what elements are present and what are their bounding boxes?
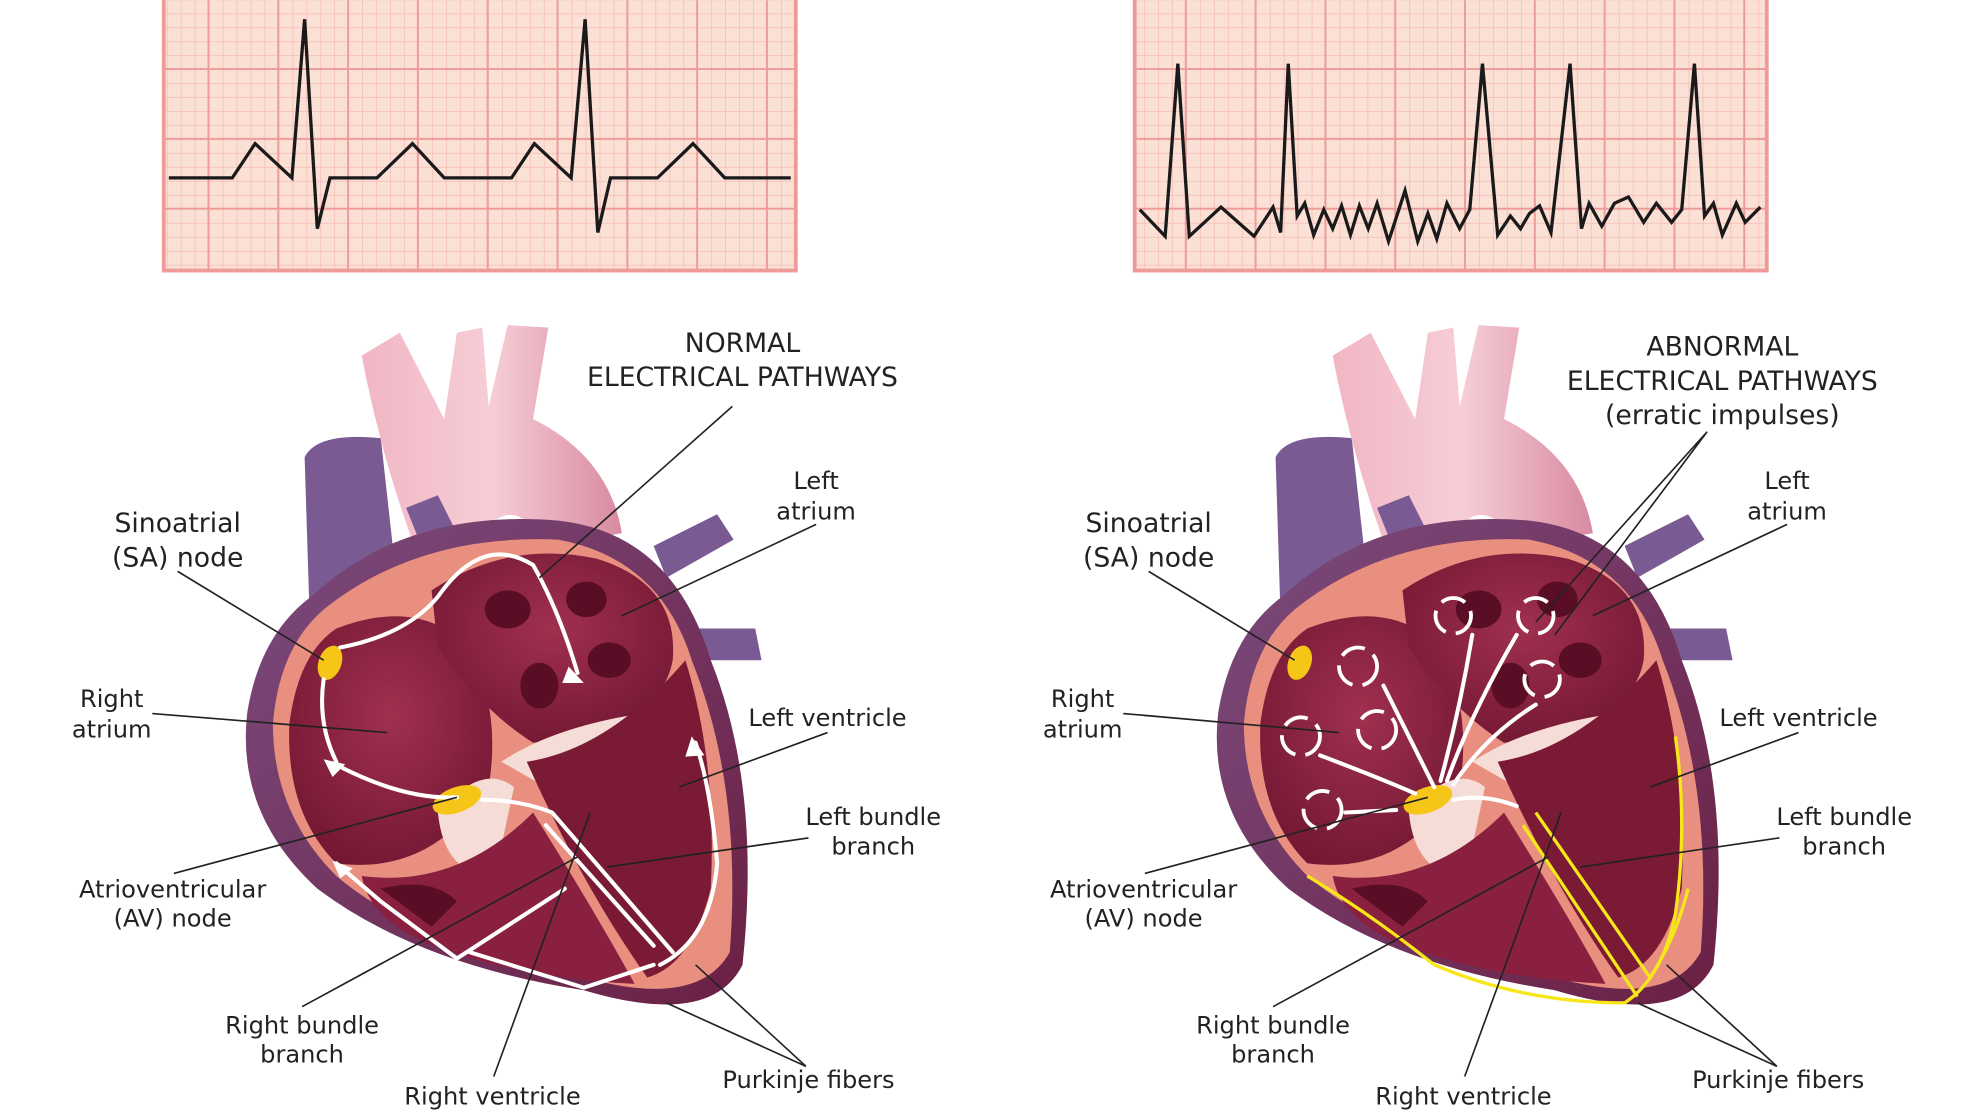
title-normal-line1: NORMAL [685,328,801,359]
title-abnormal-line2: ELECTRICAL PATHWAYS [1567,366,1878,397]
labels-normal: NORMAL ELECTRICAL PATHWAYS Sinoatrial (S… [72,328,941,1111]
label-left-ventricle: Left ventricle [748,704,906,732]
ecg-strip-normal [161,0,798,273]
label-sa-node: Sinoatrial [115,508,241,539]
label-sa-node: Sinoatrial [1085,508,1211,539]
label-right-ventricle: Right ventricle [404,1082,580,1110]
label-right-atrium-2: atrium [1043,716,1123,744]
label-left-atrium: Left [1764,467,1809,495]
label-av-node-2: (AV) node [1085,905,1203,933]
label-left-bundle: Left bundle [1776,803,1912,831]
label-left-atrium-2: atrium [1747,497,1827,525]
heart-abnormal [1216,325,1733,1005]
title-abnormal-line1: ABNORMAL [1646,332,1798,363]
label-right-bundle: Right bundle [225,1011,379,1039]
title-normal-line2: ELECTRICAL PATHWAYS [587,362,898,393]
ecg-trace-abnormal [1138,63,1762,247]
label-av-node: Atrioventricular [1050,876,1237,904]
label-sa-node-2: (SA) node [112,542,243,573]
label-right-bundle-2: branch [260,1041,344,1069]
label-right-ventricle: Right ventricle [1375,1082,1551,1110]
sa-node [317,645,343,680]
ecg-strip-abnormal [1132,0,1769,273]
label-left-bundle-2: branch [1802,832,1886,860]
label-right-atrium: Right [80,685,144,713]
label-av-node: Atrioventricular [79,876,266,904]
label-right-atrium: Right [1051,685,1115,713]
erratic-impulse-circles [1280,596,1562,831]
label-right-atrium-2: atrium [72,716,152,744]
label-sa-node-2: (SA) node [1083,542,1214,573]
normal-pathway-arrows [320,552,720,990]
label-left-bundle-2: branch [831,832,915,860]
label-left-bundle: Left bundle [805,803,941,831]
label-left-ventricle: Left ventricle [1719,704,1877,732]
label-right-bundle: Right bundle [1196,1011,1350,1039]
av-node [432,785,482,815]
leader-lines-normal [152,405,828,1077]
label-purkinje-fibers: Purkinje fibers [722,1066,894,1094]
label-left-atrium: Left [793,467,838,495]
label-av-node-2: (AV) node [114,905,232,933]
label-right-bundle-2: branch [1231,1041,1315,1069]
label-left-atrium-2: atrium [776,497,856,525]
title-abnormal-line3: (erratic impulses) [1605,400,1840,431]
label-purkinje-fibers: Purkinje fibers [1692,1066,1864,1094]
ecg-trace-normal [168,19,791,233]
heart-normal [245,325,762,1005]
sa-node [1287,645,1313,680]
labels-abnormal: ABNORMAL ELECTRICAL PATHWAYS (erratic im… [1043,332,1912,1111]
leader-lines-abnormal [1123,431,1799,1077]
